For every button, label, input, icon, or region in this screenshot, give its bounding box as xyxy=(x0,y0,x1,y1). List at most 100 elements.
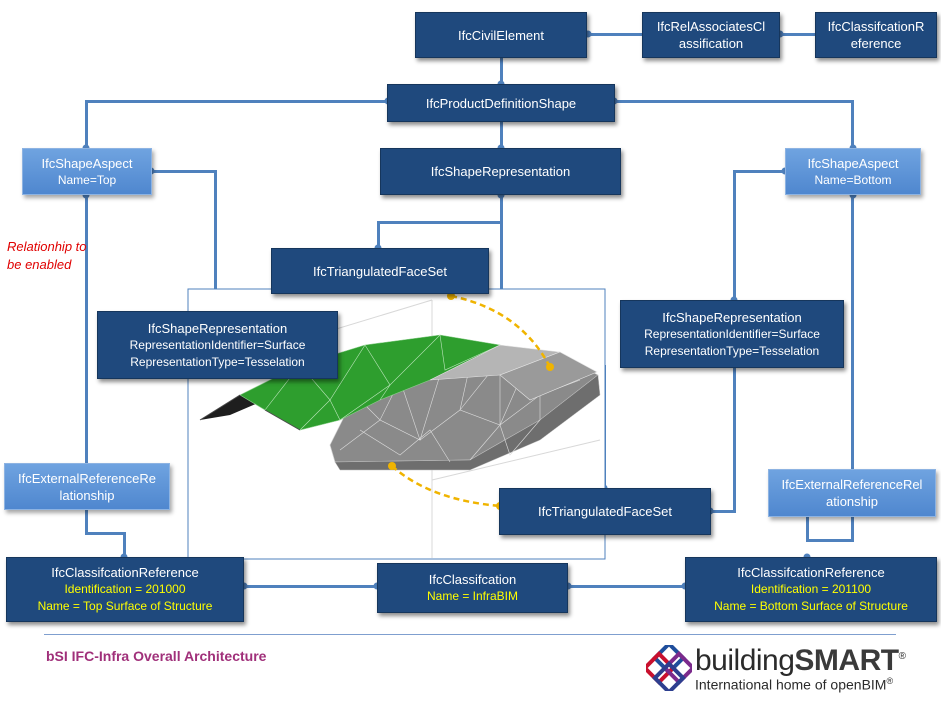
box-label: IfcCivilElement xyxy=(458,27,544,43)
box-label: Identification = 201000 xyxy=(64,582,186,596)
box-label: IfcRelAssociatesCl xyxy=(656,19,766,34)
connector xyxy=(150,170,216,173)
ifc-rel-associates-classification[interactable]: IfcRelAssociatesCl assification xyxy=(642,12,780,58)
connector xyxy=(500,57,503,85)
relationship-note: Relationhip to be enabled xyxy=(7,239,87,272)
ifc-classification-reference-left[interactable]: IfcClassifcationReference Identification… xyxy=(6,557,244,622)
box-label: Name=Top xyxy=(57,172,117,187)
connector xyxy=(85,100,88,148)
box-label: IfcClassifcation xyxy=(428,572,517,587)
buildingsmart-logo-text: buildingSMART® xyxy=(695,640,906,678)
box-label: Identification = 201100 xyxy=(750,582,872,596)
box-label: IfcExternalReferenceRel xyxy=(781,477,923,492)
connector xyxy=(733,367,736,512)
box-label: lationship xyxy=(59,487,115,503)
ifc-classification-reference-top[interactable]: IfcClassifcationR eference xyxy=(815,12,937,58)
connector xyxy=(85,510,88,534)
ifc-shape-representation-right[interactable]: IfcShapeRepresentation RepresentationIde… xyxy=(620,300,844,368)
upper-layer-strip xyxy=(499,351,598,401)
box-label: IfcShapeAspect xyxy=(41,155,133,171)
box-label: Name = InfraBIM xyxy=(426,589,519,603)
box-label: Name = Top Surface of Structure xyxy=(37,599,213,613)
box-label: eference xyxy=(850,36,902,51)
box-label: RepresentationIdentifier=Surface xyxy=(129,337,306,352)
box-label: ationship xyxy=(825,494,879,509)
connector xyxy=(243,585,377,588)
connector xyxy=(500,365,606,368)
box-label: RepresentationIdentifier=Surface xyxy=(644,326,820,341)
ifc-external-reference-relationship-left[interactable]: IfcExternalReferenceRe lationship xyxy=(4,463,170,510)
box-label: IfcShapeAspect xyxy=(807,155,899,171)
box-label: IfcExternalReferenceRe xyxy=(17,470,156,486)
box-label: IfcProductDefinitionShape xyxy=(425,95,577,111)
logo-word-smart: SMART xyxy=(794,644,899,677)
box-label: RepresentationType=Tesselation xyxy=(644,343,820,358)
connector xyxy=(85,532,126,535)
box-label: IfcClassifcationR xyxy=(827,19,925,34)
buildingsmart-logo-icon xyxy=(646,645,692,691)
box-label: IfcTriangulatedFaceSet xyxy=(313,263,447,279)
box-label: Name = Bottom Surface of Structure xyxy=(714,599,908,613)
connector xyxy=(377,294,380,312)
connector xyxy=(214,170,217,311)
box-label: IfcClassifcationReference xyxy=(51,565,199,580)
connector xyxy=(377,221,380,247)
logo-square-navy xyxy=(652,661,686,691)
logo-registered-mark: ® xyxy=(898,651,906,662)
ifc-triangulated-face-set-bottom[interactable]: IfcTriangulatedFaceSet xyxy=(499,488,711,535)
ifc-external-reference-relationship-right[interactable]: IfcExternalReferenceRel ationship xyxy=(768,469,936,517)
connector xyxy=(85,195,88,463)
ifc-shape-aspect-top[interactable]: IfcShapeAspect Name=Top xyxy=(22,148,152,195)
callout-arrow-bottom xyxy=(391,465,501,508)
connector xyxy=(500,287,503,367)
box-label: IfcShapeRepresentation xyxy=(662,309,802,325)
logo-square-blue xyxy=(652,645,686,675)
box-label: IfcShapeRepresentation xyxy=(147,320,288,336)
buildingsmart-tagline: International home of openBIM® xyxy=(695,676,893,693)
dark-edge xyxy=(200,395,265,420)
connector xyxy=(851,517,854,541)
logo-square-red xyxy=(646,651,676,685)
box-label: RepresentationType=Tesselation xyxy=(130,354,305,369)
connector xyxy=(806,539,854,542)
connector xyxy=(806,517,809,541)
connector xyxy=(851,100,854,148)
connector xyxy=(568,585,685,588)
ifc-civil-element[interactable]: IfcCivilElement xyxy=(415,12,587,58)
connector xyxy=(710,510,736,513)
connector xyxy=(779,33,815,36)
logo-square-purple xyxy=(662,651,692,685)
connector xyxy=(377,221,503,224)
connector xyxy=(586,33,642,36)
footer-title: bSI IFC-Infra Overall Architecture xyxy=(46,648,267,664)
connector xyxy=(603,365,606,488)
connector xyxy=(500,122,503,148)
connector xyxy=(500,194,503,289)
bottom-surface-shade xyxy=(334,374,601,471)
tagline-registered-mark: ® xyxy=(886,676,894,686)
ifc-shape-representation-center[interactable]: IfcShapeRepresentation xyxy=(380,148,621,195)
logo-word-building: building xyxy=(695,644,795,677)
ifc-classification[interactable]: IfcClassifcation Name = InfraBIM xyxy=(377,563,568,613)
ifc-triangulated-face-set-top[interactable]: IfcTriangulatedFaceSet xyxy=(271,248,489,294)
box-label: IfcShapeRepresentation xyxy=(430,164,571,179)
callout-dot xyxy=(388,462,396,470)
box-label: IfcClassifcationReference xyxy=(737,565,885,580)
connector xyxy=(123,532,126,558)
connector xyxy=(614,100,854,103)
ifc-shape-aspect-bottom[interactable]: IfcShapeAspect Name=Bottom xyxy=(785,148,921,195)
footer-divider xyxy=(44,634,896,635)
box-label: assification xyxy=(678,36,744,51)
upper-layer xyxy=(429,344,561,381)
connector xyxy=(851,195,854,469)
ifc-classification-reference-right[interactable]: IfcClassifcationReference Identification… xyxy=(685,557,937,622)
tagline-text: International home of openBIM xyxy=(695,676,887,693)
bottom-surface xyxy=(329,354,599,463)
connector xyxy=(733,170,736,300)
box-label: IfcTriangulatedFaceSet xyxy=(538,504,672,519)
ifc-product-definition-shape[interactable]: IfcProductDefinitionShape xyxy=(387,84,615,122)
connector xyxy=(733,170,786,173)
connector xyxy=(85,100,387,103)
ifc-shape-representation-left[interactable]: IfcShapeRepresentation RepresentationIde… xyxy=(97,311,338,379)
